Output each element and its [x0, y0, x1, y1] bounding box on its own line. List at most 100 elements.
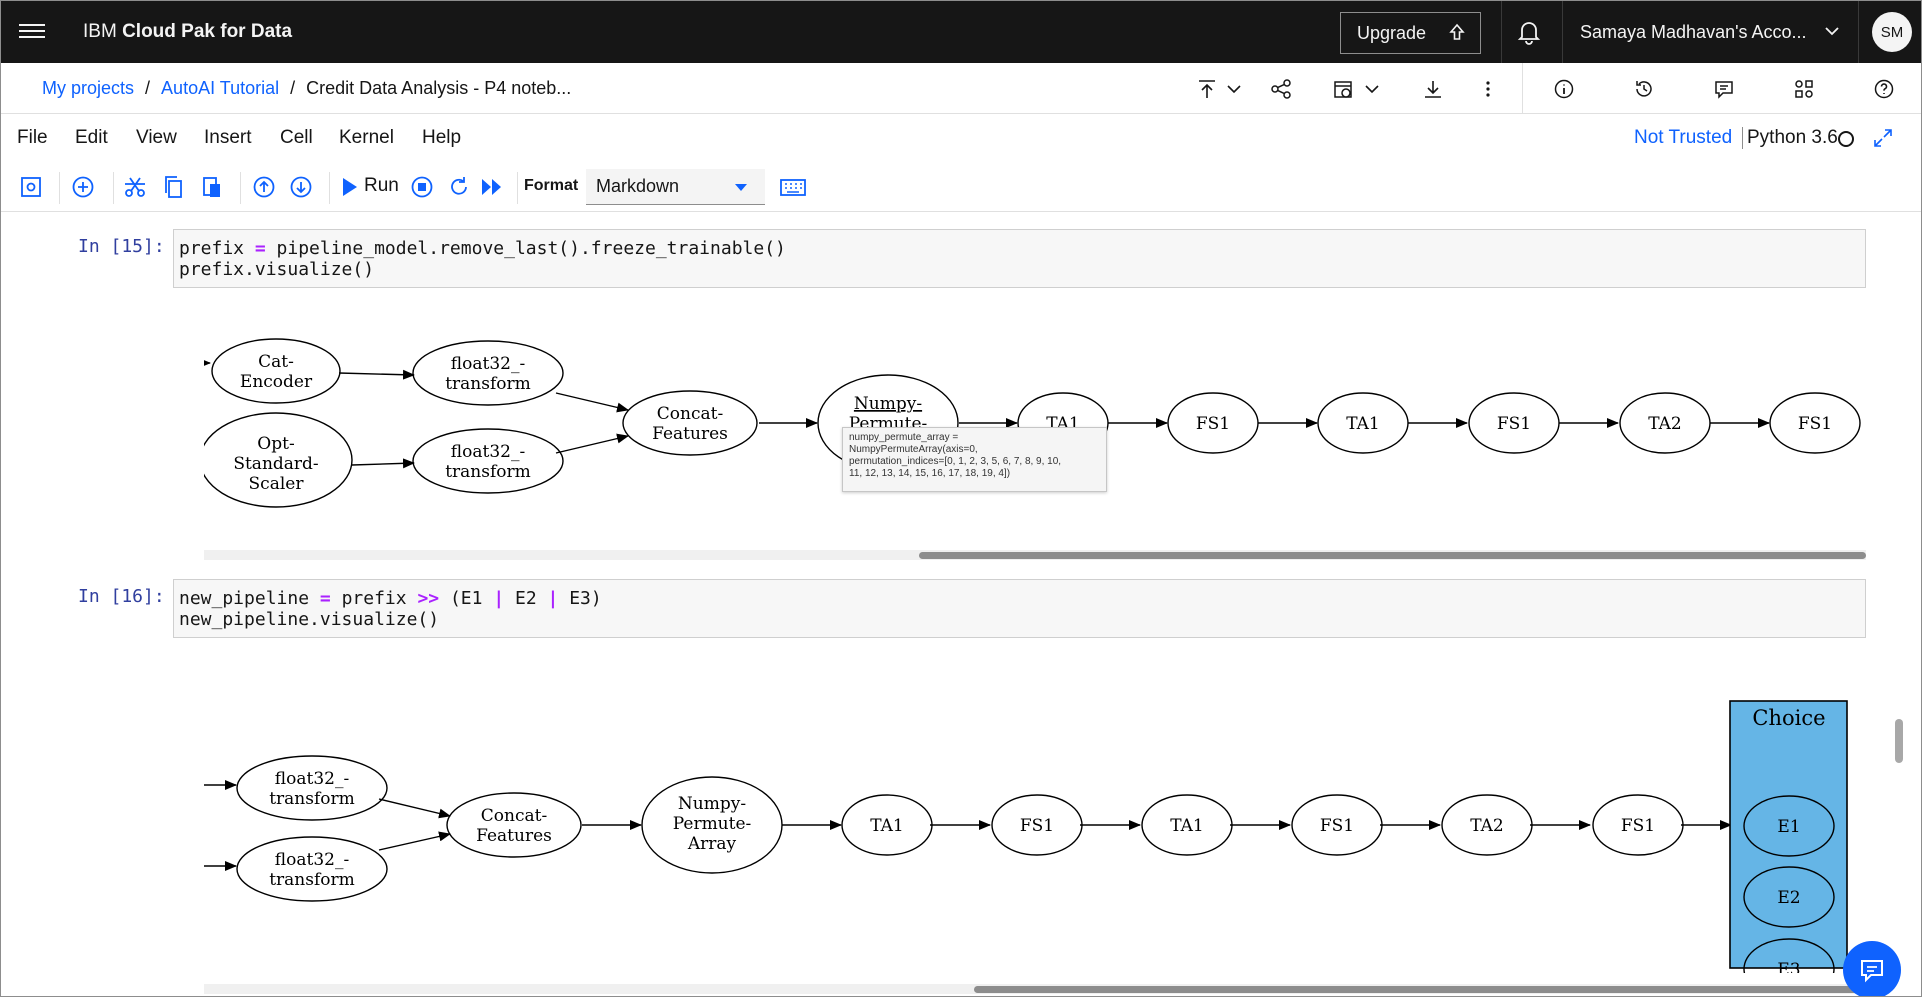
code-text: (E1 — [439, 588, 494, 609]
cell-prompt: In [16]: — [78, 586, 165, 607]
topbar-divider — [1858, 1, 1859, 63]
menu-cell[interactable]: Cell — [280, 127, 313, 148]
choice-node — [1743, 938, 1835, 973]
menu-file[interactable]: File — [17, 127, 48, 148]
choice-node-label: E2 — [1777, 888, 1800, 908]
code-cell-15[interactable]: prefix = pipeline_model.remove_last().fr… — [173, 229, 1866, 288]
node-label: FS1 — [1497, 414, 1531, 434]
graph-node — [1468, 392, 1560, 454]
toolbar-separator — [59, 172, 60, 204]
upgrade-button[interactable]: Upgrade — [1340, 12, 1481, 54]
cell-format-value: Markdown — [596, 176, 680, 196]
upgrade-label: Upgrade — [1357, 22, 1427, 43]
breadcrumb-current: Credit Data Analysis - P4 noteb... — [306, 78, 572, 98]
hamburger-menu-icon[interactable] — [19, 20, 45, 44]
node-label: TA2 — [1470, 816, 1504, 836]
download-icon[interactable] — [1422, 78, 1444, 100]
restart-icon[interactable] — [446, 174, 472, 200]
save-icon[interactable] — [18, 174, 44, 200]
breadcrumb: My projects/AutoAI Tutorial/Credit Data … — [42, 78, 571, 99]
code-text: new_pipeline.visualize() — [179, 609, 440, 630]
node-label: Concat- — [481, 806, 547, 826]
notebook-area: In [15]: prefix = pipeline_model.remove_… — [1, 213, 1921, 996]
run-all-icon[interactable] — [479, 174, 505, 200]
chat-button[interactable] — [1843, 941, 1901, 996]
help-icon[interactable] — [1873, 78, 1895, 100]
topbar-divider — [1562, 1, 1563, 63]
choice-node — [1743, 795, 1835, 857]
graph-node — [1141, 794, 1233, 856]
cut-icon[interactable] — [122, 174, 148, 200]
publish-icon[interactable] — [1196, 78, 1218, 100]
code-operator: | — [493, 588, 505, 609]
cell-output-15: Cat- Encoder Opt- Standard- Scaler float… — [204, 313, 1866, 553]
move-up-icon[interactable] — [251, 174, 277, 200]
node-label: Numpy- — [854, 394, 922, 414]
node-label: float32_- — [451, 442, 525, 462]
scrollbar-thumb[interactable] — [974, 986, 1866, 993]
menu-help[interactable]: Help — [422, 127, 462, 148]
node-label: Numpy- — [678, 794, 746, 814]
avatar[interactable]: SM — [1872, 12, 1912, 52]
graph-node — [1769, 392, 1861, 454]
overflow-menu-icon[interactable] — [1482, 78, 1494, 100]
vertical-scrollbar-thumb[interactable] — [1895, 719, 1903, 763]
comments-icon[interactable] — [1713, 78, 1735, 100]
breadcrumb-autoai-tutorial[interactable]: AutoAI Tutorial — [161, 78, 280, 98]
node-label: transform — [445, 374, 531, 394]
chevron-down-icon[interactable] — [1824, 23, 1840, 39]
menu-insert[interactable]: Insert — [204, 127, 252, 148]
node-label: Features — [476, 826, 552, 846]
upgrade-arrow-icon — [1449, 23, 1465, 40]
node-label: transform — [269, 870, 355, 890]
account-switcher[interactable]: Samaya Madhavan's Acco... — [1580, 22, 1807, 42]
chevron-down-icon[interactable] — [1226, 78, 1242, 100]
information-icon[interactable] — [1553, 78, 1575, 100]
schedule-icon[interactable] — [1332, 78, 1354, 100]
choice-node-label: E3 — [1777, 960, 1800, 973]
scrollbar-thumb[interactable] — [919, 552, 1866, 559]
menu-view[interactable]: View — [136, 127, 177, 148]
expand-icon[interactable] — [1872, 127, 1894, 149]
add-cell-icon[interactable] — [70, 174, 96, 200]
horizontal-scrollbar[interactable] — [204, 550, 1866, 560]
copy-icon[interactable] — [161, 174, 187, 200]
node-label: Opt- — [257, 434, 294, 454]
node-label: FS1 — [1798, 414, 1832, 434]
graph-node — [1441, 794, 1533, 856]
stop-icon[interactable] — [409, 174, 435, 200]
graph-node — [622, 390, 758, 456]
choice-node-label: E1 — [1777, 817, 1800, 837]
horizontal-scrollbar[interactable] — [204, 984, 1866, 994]
paste-icon[interactable] — [199, 174, 225, 200]
topbar-divider — [1501, 1, 1502, 63]
version-history-icon[interactable] — [1633, 78, 1655, 100]
keyboard-icon[interactable] — [779, 174, 807, 200]
run-button[interactable]: Run — [364, 175, 399, 196]
notification-bell-icon[interactable] — [1515, 18, 1543, 46]
graph-node — [236, 836, 388, 902]
data-assets-icon[interactable] — [1793, 78, 1815, 100]
trust-status[interactable]: Not Trusted — [1634, 127, 1733, 148]
choice-node — [1743, 866, 1835, 928]
run-icon[interactable] — [337, 174, 363, 200]
menu-kernel[interactable]: Kernel — [339, 127, 394, 148]
node-label: FS1 — [1621, 816, 1655, 836]
brand-product: Cloud Pak for Data — [122, 21, 293, 42]
breadcrumb-separator: / — [290, 78, 296, 98]
graph-node — [236, 755, 388, 821]
graph-node — [412, 428, 564, 494]
kernel-name[interactable]: Python 3.6 — [1742, 127, 1838, 149]
graph-node — [1291, 794, 1383, 856]
toolbar-separator — [517, 172, 518, 204]
chat-icon — [1861, 960, 1883, 983]
code-cell-16[interactable]: new_pipeline = prefix >> (E1 | E2 | E3) … — [173, 579, 1866, 638]
chevron-down-icon[interactable] — [1364, 78, 1380, 100]
code-text: new_pipeline — [179, 588, 320, 609]
menu-edit[interactable]: Edit — [75, 127, 108, 148]
cell-format-dropdown[interactable]: Markdown — [586, 169, 765, 205]
share-icon[interactable] — [1270, 78, 1292, 100]
move-down-icon[interactable] — [288, 174, 314, 200]
breadcrumb-my-projects[interactable]: My projects — [42, 78, 135, 98]
graph-node — [1167, 392, 1259, 454]
